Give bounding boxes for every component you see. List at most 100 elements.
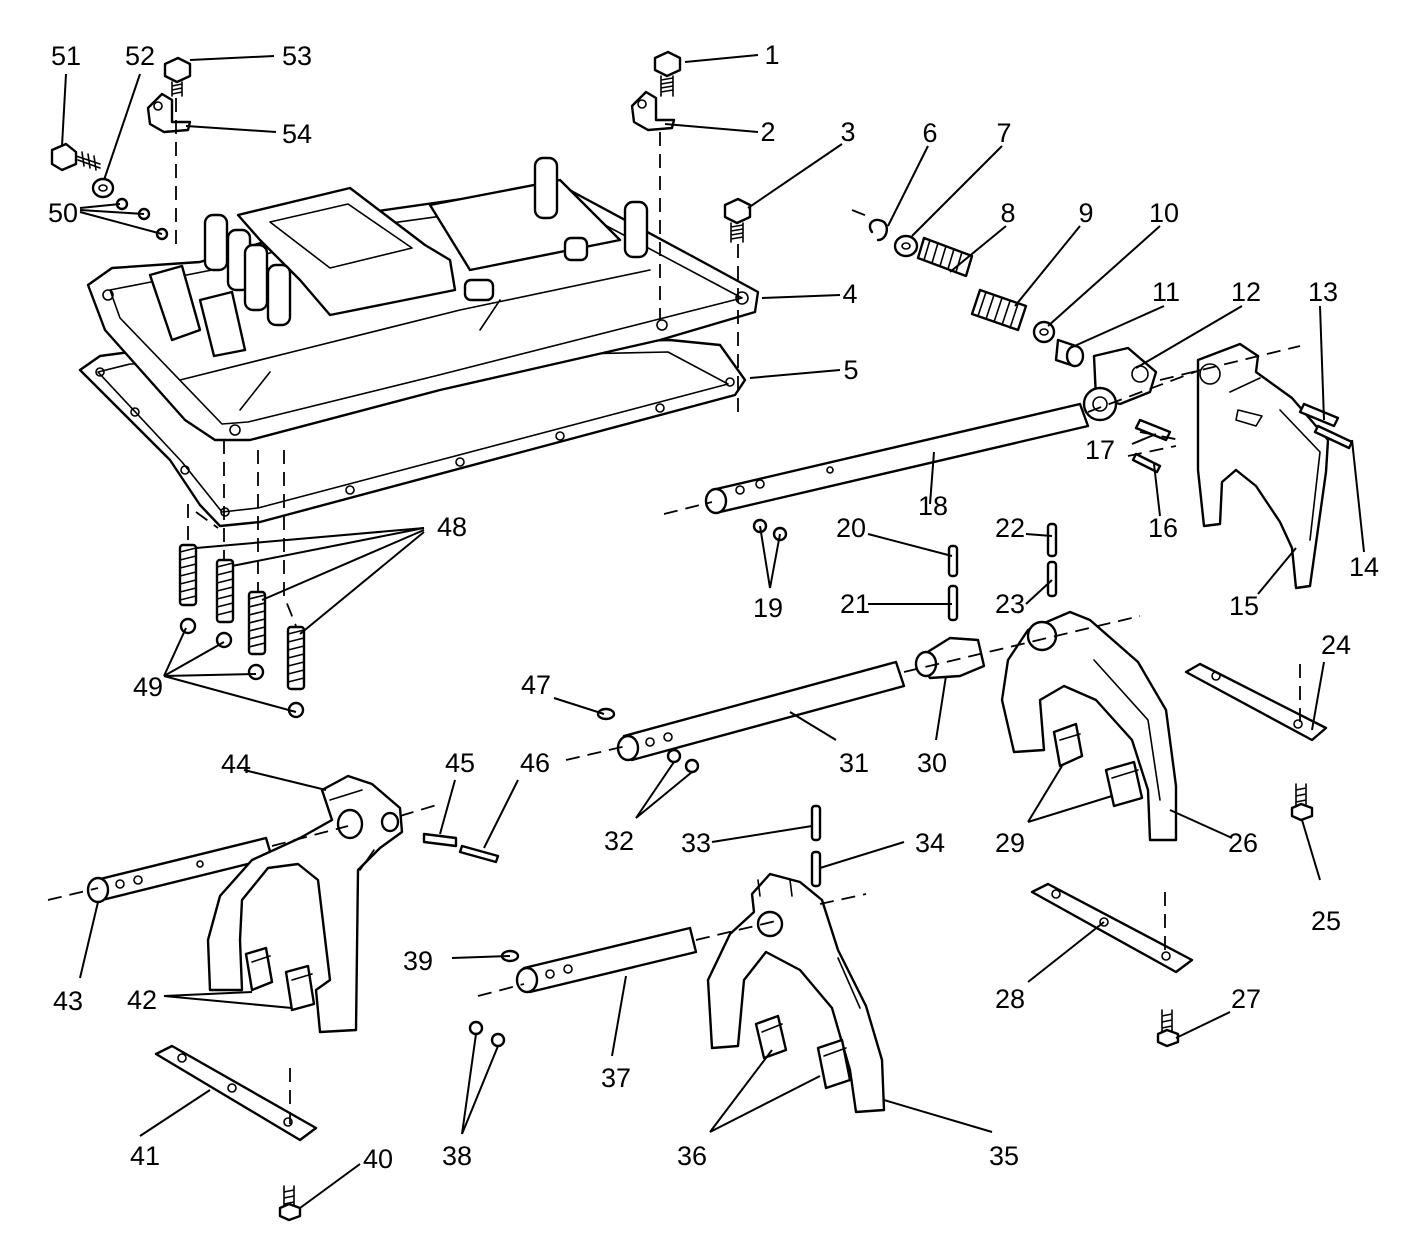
fork-44 (206, 774, 404, 1034)
washer-52 (91, 177, 115, 199)
callout-16: 16 (1148, 513, 1178, 543)
shift-rail-31 (616, 660, 906, 762)
bolt-3 (723, 197, 752, 243)
callout-50: 50 (48, 198, 78, 228)
leader-lines (61, 54, 1365, 1209)
fork-15 (1196, 342, 1330, 590)
bolt-25 (1290, 783, 1314, 822)
shift-rail-43 (86, 836, 274, 904)
callout-8: 8 (1000, 198, 1015, 228)
callout-39: 39 (403, 946, 433, 976)
callout-32: 32 (604, 826, 634, 856)
callout-53: 53 (282, 41, 312, 71)
detent-springs-48 (178, 543, 306, 691)
pins-20-21 (947, 544, 959, 622)
snap-ring-6 (868, 218, 889, 242)
block-12 (1082, 346, 1158, 422)
callout-29: 29 (995, 828, 1025, 858)
callout-51: 51 (51, 41, 81, 71)
bolt-40 (278, 1185, 302, 1222)
bolt-53 (163, 56, 192, 97)
callout-28: 28 (995, 984, 1025, 1014)
callout-18: 18 (918, 491, 948, 521)
shift-rail-37 (515, 926, 698, 994)
callout-46: 46 (520, 748, 550, 778)
callout-24: 24 (1321, 630, 1351, 660)
pins-33-34 (810, 804, 822, 888)
balls-19 (752, 518, 788, 542)
bracket-54 (146, 92, 192, 134)
bolt-27 (1156, 1009, 1180, 1048)
shift-cover (86, 156, 760, 442)
fork-35 (706, 872, 886, 1114)
callout-5: 5 (843, 355, 858, 385)
callout-9: 9 (1078, 198, 1093, 228)
washer-7 (893, 234, 919, 258)
clips-29 (1052, 722, 1144, 808)
spring-9 (970, 288, 1028, 332)
callout-10: 10 (1149, 198, 1179, 228)
callout-48: 48 (437, 512, 467, 542)
clips-36 (754, 1014, 852, 1090)
bracket-2 (630, 90, 676, 132)
pins-22-23 (1046, 522, 1058, 598)
callout-2: 2 (760, 117, 775, 147)
roll-pin-14 (1313, 424, 1354, 450)
callout-27: 27 (1231, 984, 1261, 1014)
callout-12: 12 (1231, 277, 1261, 307)
callout-38: 38 (442, 1141, 472, 1171)
callout-22: 22 (995, 513, 1025, 543)
callout-33: 33 (681, 828, 711, 858)
clips-42 (244, 946, 316, 1012)
callout-34: 34 (915, 828, 945, 858)
spring-8 (916, 236, 974, 278)
callout-15: 15 (1229, 591, 1259, 621)
callout-30: 30 (917, 748, 947, 778)
plate-24 (1184, 662, 1328, 742)
roll-pin-46 (458, 844, 500, 864)
callout-44: 44 (221, 749, 251, 779)
sleeve-11 (1054, 338, 1085, 368)
fork-26 (1000, 610, 1178, 842)
pin-47 (596, 707, 616, 721)
callout-7: 7 (996, 118, 1011, 148)
callout-37: 37 (601, 1063, 631, 1093)
callout-6: 6 (922, 118, 937, 148)
balls-32 (666, 748, 700, 774)
bolt-51 (50, 142, 101, 172)
callout-13: 13 (1308, 277, 1338, 307)
roll-pin-17 (1134, 418, 1172, 442)
washer-10 (1032, 320, 1056, 344)
callout-11: 11 (1152, 277, 1180, 307)
roll-pin-16 (1131, 452, 1162, 474)
callout-47: 47 (521, 670, 551, 700)
plate-41 (154, 1044, 318, 1142)
shift-rail-18 (704, 402, 1090, 515)
callout-35: 35 (989, 1141, 1019, 1171)
roll-pin-13 (1298, 402, 1340, 428)
callout-19: 19 (753, 593, 783, 623)
callout-20: 20 (836, 513, 866, 543)
callout-54: 54 (282, 119, 312, 149)
callout-43: 43 (53, 986, 83, 1016)
callout-25: 25 (1311, 906, 1341, 936)
center-lines (47, 98, 1301, 1124)
plate-28 (1030, 882, 1194, 974)
callout-17: 17 (1085, 435, 1115, 465)
bolt-1 (653, 50, 682, 97)
callout-40: 40 (363, 1144, 393, 1174)
callout-49: 49 (133, 672, 163, 702)
callout-31: 31 (839, 748, 869, 778)
callout-26: 26 (1228, 828, 1258, 858)
callout-4: 4 (842, 279, 857, 309)
callout-52: 52 (125, 41, 155, 71)
callout-14: 14 (1349, 552, 1379, 582)
callout-42: 42 (127, 985, 157, 1015)
roll-pin-45 (422, 832, 458, 848)
callout-3: 3 (840, 117, 855, 147)
block-30 (914, 636, 986, 680)
callout-23: 23 (995, 589, 1025, 619)
